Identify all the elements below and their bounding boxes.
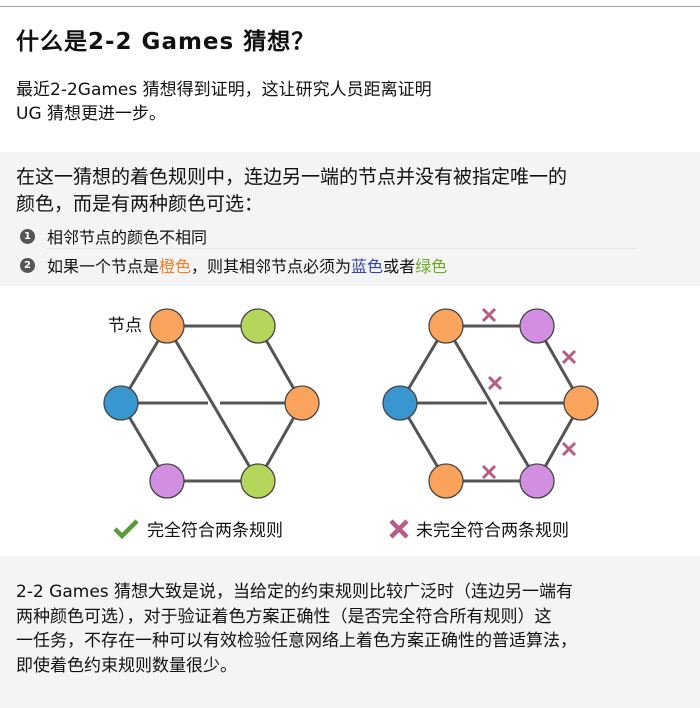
- graph-diagrams: 节点: [103, 307, 599, 499]
- rule-text-pre: 如果一个节点是: [47, 257, 160, 276]
- node-bottom-left: [149, 463, 185, 499]
- rule-text-or: 或者: [383, 257, 416, 276]
- rules-heading-line-2: 颜色，而是有两种颜色可选：: [16, 193, 264, 215]
- intro-line-2: UG 猜想更进一步。: [16, 104, 167, 124]
- node-bottom-right: [519, 463, 555, 499]
- node-right: [563, 385, 599, 421]
- node-bottom-right: [240, 463, 276, 499]
- cross-icon: [561, 441, 577, 457]
- cross-icon: [561, 349, 577, 365]
- summary-line-3: 一任务，不存在一种可以有效检验任意网络上着色方案正确性的普适算法，: [16, 631, 577, 651]
- number-badge-icon: 2: [20, 257, 35, 273]
- node-top-left: [428, 308, 464, 344]
- node-right: [284, 385, 320, 421]
- summary-line-1: 2-2 Games 猜想大致是说，当给定的约束规则比较广泛时（连边另一端有: [16, 582, 574, 602]
- node-left: [382, 385, 418, 421]
- valid-caption-text: 完全符合两条规则: [147, 521, 283, 541]
- invalid-caption-text: 未完全符合两条规则: [416, 521, 569, 541]
- node-bottom-left: [428, 463, 464, 499]
- rule-item-1: 1 相邻节点的颜色不相同: [20, 224, 207, 248]
- invalid-coloring-graph: [398, 324, 583, 483]
- cross-icon: [389, 518, 409, 539]
- blue-word: 蓝色: [351, 257, 384, 276]
- summary-line-2: 两种颜色可选），对于验证着色方案正确性（是否完全符合所有规则）这: [16, 606, 552, 627]
- rules-panel: [0, 152, 700, 286]
- summary-panel: [0, 556, 700, 708]
- node-left: [103, 385, 139, 421]
- page-title: 什么是2-2 Games 猜想？: [16, 29, 316, 55]
- valid-coloring-graph: [119, 324, 304, 483]
- number-badge-icon: 1: [20, 228, 35, 244]
- orange-word: 橙色: [159, 257, 192, 276]
- rules-heading-line-1: 在这一猜想的着色规则中，连边另一端的节点并没有被指定唯一的: [16, 166, 568, 188]
- node-top-right: [519, 308, 555, 344]
- valid-caption: 完全符合两条规则: [113, 516, 283, 541]
- rule-text-mid: ，则其相邻节点必须为: [191, 257, 352, 276]
- rule-divider: [46, 248, 636, 249]
- node-top-right: [240, 308, 276, 344]
- top-divider: [0, 6, 700, 7]
- intro-paragraph: 最近2-2Games 猜想得到证明，这让研究人员距离证明 UG 猜想更进一步。: [16, 78, 696, 126]
- cross-icon: [481, 464, 497, 480]
- check-icon: [113, 518, 139, 539]
- violation-marks: [481, 307, 577, 480]
- green-word: 绿色: [415, 257, 448, 276]
- summary-paragraph: 2-2 Games 猜想大致是说，当给定的约束规则比较广泛时（连边另一端有 两种…: [16, 580, 700, 678]
- summary-line-4: 即使着色约束规则数量很少。: [16, 655, 237, 676]
- intro-line-1: 最近2-2Games 猜想得到证明，这让研究人员距离证明: [16, 80, 432, 100]
- rule-item-2: 2 如果一个节点是橙色，则其相邻节点必须为蓝色或者绿色: [20, 253, 447, 277]
- rule-text: 相邻节点的颜色不相同: [47, 228, 208, 247]
- cross-icon: [481, 307, 497, 323]
- node-label: 节点: [108, 316, 142, 336]
- rules-heading: 在这一猜想的着色规则中，连边另一端的节点并没有被指定唯一的 颜色，而是有两种颜色…: [16, 164, 696, 218]
- node-top-left: [149, 308, 185, 344]
- invalid-caption: 未完全符合两条规则: [388, 516, 569, 541]
- cross-icon: [487, 375, 503, 391]
